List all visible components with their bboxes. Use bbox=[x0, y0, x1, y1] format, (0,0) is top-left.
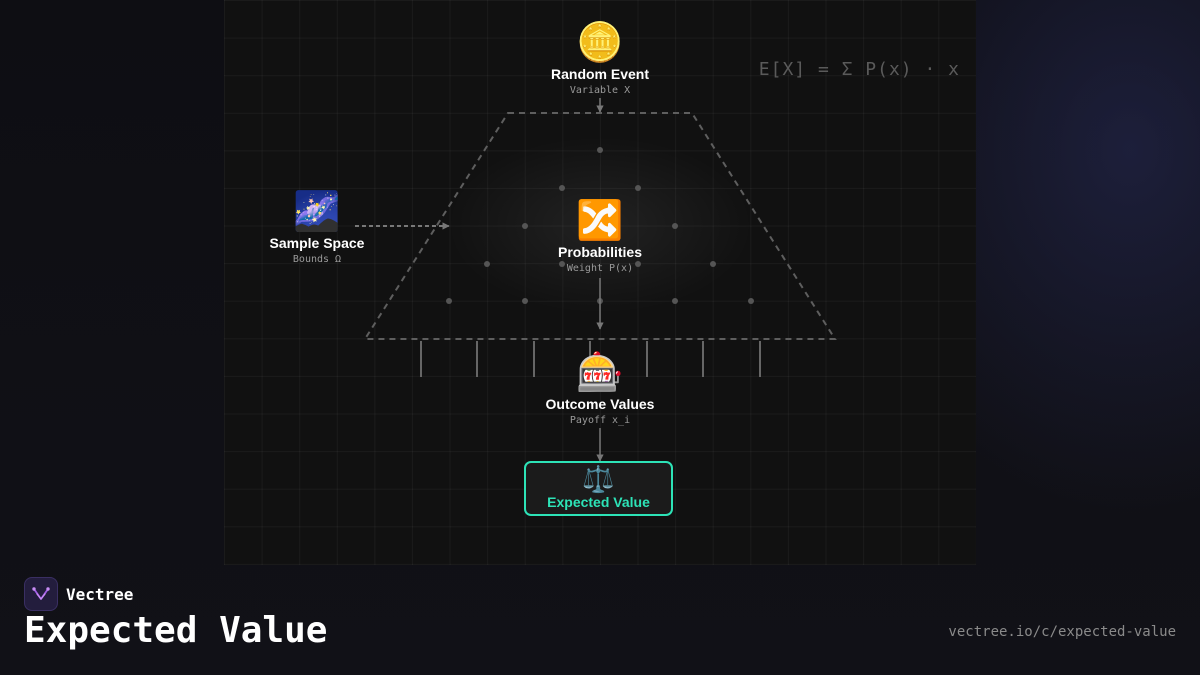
probability-dot bbox=[446, 298, 452, 304]
probability-dot bbox=[522, 298, 528, 304]
probability-dot bbox=[672, 223, 678, 229]
probability-dot bbox=[748, 298, 754, 304]
shuffle-icon: 🔀 bbox=[576, 200, 624, 242]
node-outcome-values[interactable]: 🎰 Outcome Values Payoff x_i bbox=[546, 352, 655, 426]
probability-dot bbox=[635, 261, 641, 267]
probability-dot bbox=[710, 261, 716, 267]
node-probabilities[interactable]: 🔀 Probabilities Weight P(x) bbox=[558, 200, 642, 274]
scales-icon: ⚖️ bbox=[582, 464, 615, 494]
page-title: Expected Value bbox=[24, 610, 328, 651]
node-sample-space[interactable]: 🌌 Sample Space Bounds Ω bbox=[270, 191, 365, 265]
coin-icon: 🪙 bbox=[576, 22, 624, 64]
probability-dot bbox=[522, 223, 528, 229]
outcome-bins bbox=[420, 341, 761, 377]
slot-machine-icon: 🎰 bbox=[576, 352, 624, 394]
formula-text: E[X] = Σ P(x) · x bbox=[758, 59, 960, 80]
node-subtitle: Bounds Ω bbox=[292, 254, 342, 265]
node-title: Expected Value bbox=[547, 494, 650, 510]
vectree-logo-icon bbox=[24, 577, 58, 611]
probability-dot bbox=[484, 261, 490, 267]
probability-dot bbox=[559, 261, 565, 267]
node-title: Sample Space bbox=[269, 235, 365, 251]
page-url[interactable]: vectree.io/c/expected-value bbox=[948, 624, 1176, 640]
probability-dot bbox=[597, 147, 603, 153]
node-title: Outcome Values bbox=[545, 396, 655, 412]
node-expected-value[interactable]: ⚖️ Expected Value bbox=[524, 461, 673, 516]
node-random-event[interactable]: 🪙 Random Event Variable X bbox=[551, 22, 649, 96]
node-subtitle: Payoff x_i bbox=[569, 415, 631, 426]
probability-funnel bbox=[363, 112, 837, 340]
node-title: Random Event bbox=[550, 66, 650, 82]
probability-dot bbox=[635, 185, 641, 191]
probability-dot bbox=[559, 185, 565, 191]
brand[interactable]: Vectree bbox=[24, 577, 133, 611]
node-title: Probabilities bbox=[557, 244, 643, 260]
galaxy-icon: 🌌 bbox=[293, 191, 341, 233]
probability-dot bbox=[672, 298, 678, 304]
node-subtitle: Variable X bbox=[569, 85, 631, 96]
node-subtitle: Weight P(x) bbox=[566, 263, 634, 274]
probability-dots bbox=[446, 147, 754, 304]
brand-name: Vectree bbox=[66, 584, 134, 604]
